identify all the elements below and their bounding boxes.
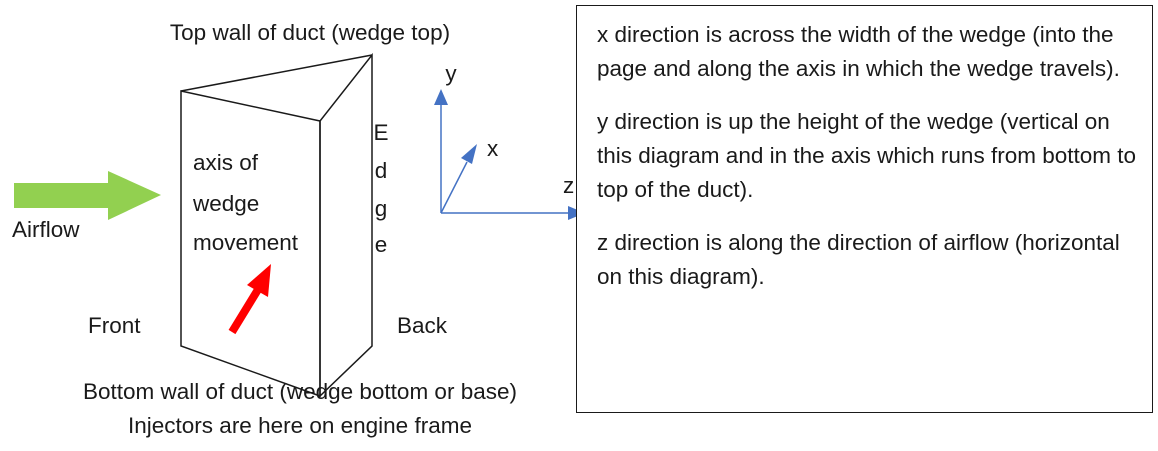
x-axis-label: x [487, 136, 499, 161]
z-direction-text: z direction is along the direction of ai… [597, 230, 1120, 289]
wedge-outline [180, 52, 373, 398]
back-label: Back [397, 313, 448, 338]
airflow-arrow [14, 171, 161, 220]
coordinate-axes [434, 89, 585, 220]
axis-definitions-box: x direction is across the width of the w… [576, 5, 1153, 413]
airflow-label: Airflow [12, 217, 80, 242]
wedge-movement-label-line: axis of [193, 150, 259, 175]
z-axis-label: z [563, 173, 574, 198]
edge-letter: g [375, 196, 388, 221]
front-label: Front [88, 313, 141, 338]
edge-letter: e [375, 232, 388, 257]
injectors-label: Injectors are here on engine frame [128, 413, 472, 438]
y-axis-label: y [445, 61, 457, 86]
y-direction-text: y direction is up the height of the wedg… [597, 109, 1137, 202]
edge-letter: d [375, 158, 388, 183]
movement-arrow [228, 264, 271, 335]
edge-letter: E [373, 120, 388, 145]
wedge-movement-label-line: movement [193, 230, 299, 255]
x-direction-text: x direction is across the width of the w… [597, 22, 1120, 81]
top-wall-label: Top wall of duct (wedge top) [170, 20, 450, 45]
wedge-movement-label-line: wedge [192, 191, 259, 216]
wedge-movement-label: axis of wedge movement [192, 150, 299, 255]
bottom-wall-label: Bottom wall of duct (wedge bottom or bas… [83, 379, 517, 404]
edge-label: E d g e [373, 120, 388, 257]
